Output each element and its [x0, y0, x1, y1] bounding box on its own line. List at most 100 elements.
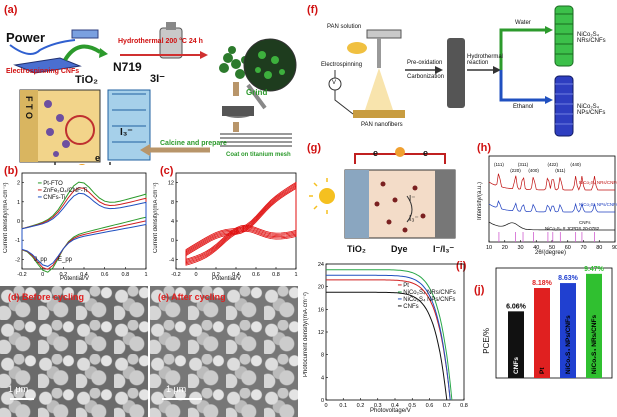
i-legend-item: ━ NiCo₂S₄ NRs/CNFs: [398, 290, 456, 296]
nps-label: NiCo₂S₄ NPs/CNFs: [577, 104, 606, 116]
i-xlabel: Photovoltage/V: [370, 408, 411, 414]
panel-f-illustration: [328, 5, 574, 137]
g-dye-label: Dye: [391, 244, 408, 254]
jv-curve: [326, 291, 448, 401]
y-tick-label: 0: [321, 398, 324, 404]
panel-e-label: (e) After cycling: [158, 292, 226, 302]
xrd-trace: [488, 173, 615, 191]
electron-label-a: e: [95, 153, 101, 163]
x-tick-label: 30: [517, 245, 523, 251]
pce-category-label: NiCo₂S₄ NPs/CNFs: [565, 315, 572, 374]
y-tick-label: 4: [171, 219, 174, 225]
pce-value-label: 6.06%: [506, 303, 527, 310]
tio2-label: TiO₂: [75, 74, 99, 86]
x-tick-label: 0.8: [122, 272, 130, 278]
b-legend: ━ Pt-FTO ━ ZnFe₂O₄/CNF-Ti ━ CNFs-Ti: [38, 180, 88, 201]
cv-cycle-curve: [185, 187, 297, 260]
power-label: Power: [6, 30, 46, 45]
x-tick-label: 50: [549, 245, 555, 251]
b-xlabel: Potential/V: [60, 276, 90, 282]
xrd-trace: [488, 221, 615, 231]
voltage-label: V: [332, 80, 337, 86]
coat-label: Coat on titanium mesh: [226, 152, 291, 158]
scale-bar-label: 1 μm: [8, 384, 29, 394]
panel-g-illustration: [309, 147, 456, 239]
cv-cycle-curve: [185, 186, 297, 261]
y-tick-label: -1: [15, 238, 20, 244]
plot-frame: [175, 172, 297, 270]
x-tick-label: -0.2: [171, 272, 180, 278]
peak-index-label: (220): [510, 168, 521, 173]
peak-index-label: (311): [518, 162, 529, 167]
scale-bar-label: 1 μm: [166, 384, 187, 394]
pan-solution-label: PAN solution: [327, 24, 362, 30]
h-xlabel: 2θ/(degree): [535, 250, 567, 256]
hydrothermal-label: Hydrothermal 200 °C 24 h: [118, 38, 203, 45]
scale-bar: [10, 398, 34, 400]
x-tick-label: 0.1: [339, 403, 347, 409]
x-tick-label: 0.4: [80, 272, 88, 278]
x-tick-label: 0: [41, 272, 44, 278]
b-legend-item: ━ ZnFe₂O₄/CNF-Ti: [38, 188, 88, 194]
triiodide-label: 3I⁻: [150, 73, 165, 85]
xrd-trace-label: CNFs: [579, 220, 591, 225]
jv-curve: [326, 274, 451, 401]
pce-value-label: 9.47%: [584, 266, 605, 273]
h-ylabel: Intensity/(a.u.): [477, 182, 483, 221]
ethanol-label: Ethanol: [513, 104, 534, 110]
pce-value-label: 8.63%: [558, 275, 579, 282]
panel-f-label: (f): [307, 4, 318, 16]
y-tick-label: -4: [169, 257, 174, 263]
pce-category-label: NiCo₂S₄ NRs/CNFs: [591, 315, 598, 374]
jv-curve: [326, 269, 453, 401]
pce-value-label: 8.18%: [532, 280, 553, 287]
panel-h-label: (h): [477, 142, 492, 154]
x-tick-label: 0.2: [212, 272, 220, 278]
peak-index-label: (111): [494, 162, 504, 167]
i-ylabel: Photocurrent density/(mA·cm⁻²): [303, 292, 309, 378]
x-tick-label: 60: [565, 245, 571, 251]
pce-bar: [586, 273, 602, 378]
i-legend-item: ━ NiCo₂S₄ NPs/CNFs: [398, 297, 456, 303]
y-tick-label: 24: [318, 262, 324, 268]
x-tick-label: 0.5: [408, 403, 416, 409]
x-tick-label: 0.8: [272, 272, 280, 278]
x-tick-label: 1: [294, 272, 297, 278]
hydro-label: Hydrothermal reaction: [467, 54, 504, 66]
i-legend-item: ━ Pt: [398, 283, 409, 289]
carb-label: Carbonization: [407, 74, 445, 80]
fto-label: F T O: [24, 96, 34, 119]
pce-bar: [560, 283, 576, 378]
electron-label-g2: e: [423, 148, 429, 158]
pce-category-label: Pt: [539, 367, 546, 374]
x-tick-label: 0.3: [374, 403, 382, 409]
preox-label: Pre-oxidation: [407, 60, 443, 66]
calcine-label: Calcine and prepare: [160, 140, 227, 147]
b-legend-item: ━ CNFs-Ti: [38, 195, 66, 201]
c-ylabel: Current density/(mA·cm⁻²): [153, 182, 159, 254]
panel-j-label: (j): [474, 284, 485, 296]
x-tick-label: 0.7: [443, 403, 451, 409]
n719-label: N719: [113, 60, 142, 74]
g-tio2-label: TiO₂: [347, 244, 366, 254]
panel-a-label: (a): [4, 4, 18, 16]
pce-bar: [508, 311, 524, 378]
y-tick-label: 4: [321, 375, 324, 381]
y-tick-label: 20: [318, 285, 324, 291]
j-ylabel: PCE/%: [482, 328, 491, 354]
i-legend-item: ━ CNFs: [398, 304, 419, 310]
grind-label: Grind: [246, 88, 268, 97]
x-tick-label: 80: [596, 245, 602, 251]
xrd-trace-label: NiCo₂S₄ NPs/CNFs: [579, 202, 617, 207]
x-tick-label: 40: [533, 245, 539, 251]
pan-nanofibers-label: PAN nanofibers: [361, 122, 403, 128]
i-legend: ━ Pt ━ NiCo₂S₄ NRs/CNFs ━ NiCo₂S₄ NPs/CN…: [398, 282, 456, 310]
b-jpp: J_pp: [34, 257, 48, 263]
